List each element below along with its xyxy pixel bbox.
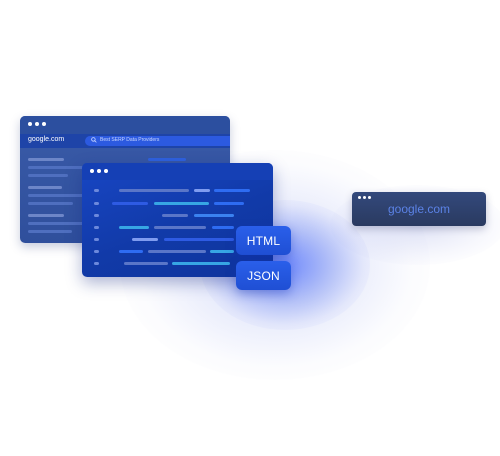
code-token [194, 214, 234, 217]
window-dot-icon [42, 122, 46, 126]
html-format-badge: HTML [236, 226, 291, 255]
code-token [212, 226, 234, 229]
code-line-marker [94, 226, 99, 229]
address-row: google.com Best SERP Data Providers [20, 134, 230, 148]
window-control-dots [358, 196, 371, 199]
window-control-dots [28, 122, 46, 126]
window-dot-icon [90, 169, 94, 173]
code-token [172, 262, 230, 265]
code-token [124, 262, 168, 265]
code-line-marker [94, 238, 99, 241]
mini-browser-window: google.com [352, 192, 486, 226]
domain-label: google.com [28, 136, 65, 143]
code-token [148, 250, 206, 253]
code-token [154, 202, 209, 205]
search-field: Best SERP Data Providers [85, 136, 230, 146]
result-line [28, 194, 86, 197]
code-line-marker [94, 202, 99, 205]
code-token [112, 202, 148, 205]
search-query: Best SERP Data Providers [100, 137, 160, 143]
code-line-marker [94, 250, 99, 253]
search-icon [91, 137, 97, 143]
code-token [119, 189, 189, 192]
code-line-marker [94, 214, 99, 217]
result-line [28, 166, 83, 169]
window-dot-icon [97, 169, 101, 173]
result-line [28, 186, 62, 189]
window-dot-icon [358, 196, 361, 199]
window-titlebar [20, 116, 230, 134]
result-line [148, 158, 186, 161]
code-token [154, 226, 206, 229]
window-dot-icon [368, 196, 371, 199]
code-token [119, 250, 143, 253]
code-token [162, 214, 188, 217]
result-line [28, 214, 64, 217]
code-token [164, 238, 234, 241]
window-titlebar [82, 163, 273, 180]
code-token [194, 189, 210, 192]
code-token [210, 250, 234, 253]
mini-domain-label: google.com [387, 202, 451, 216]
result-line [28, 158, 64, 161]
window-dot-icon [104, 169, 108, 173]
code-token [119, 226, 149, 229]
code-window-front [82, 163, 273, 277]
result-line [28, 174, 68, 177]
code-token [214, 189, 250, 192]
result-line [28, 202, 73, 205]
json-format-badge: JSON [236, 261, 291, 290]
result-line [28, 230, 72, 233]
window-dot-icon [363, 196, 366, 199]
code-token [132, 238, 158, 241]
window-control-dots [90, 169, 108, 173]
code-line-marker [94, 262, 99, 265]
window-dot-icon [35, 122, 39, 126]
code-line-marker [94, 189, 99, 192]
code-token [214, 202, 244, 205]
result-line [28, 222, 88, 225]
window-dot-icon [28, 122, 32, 126]
